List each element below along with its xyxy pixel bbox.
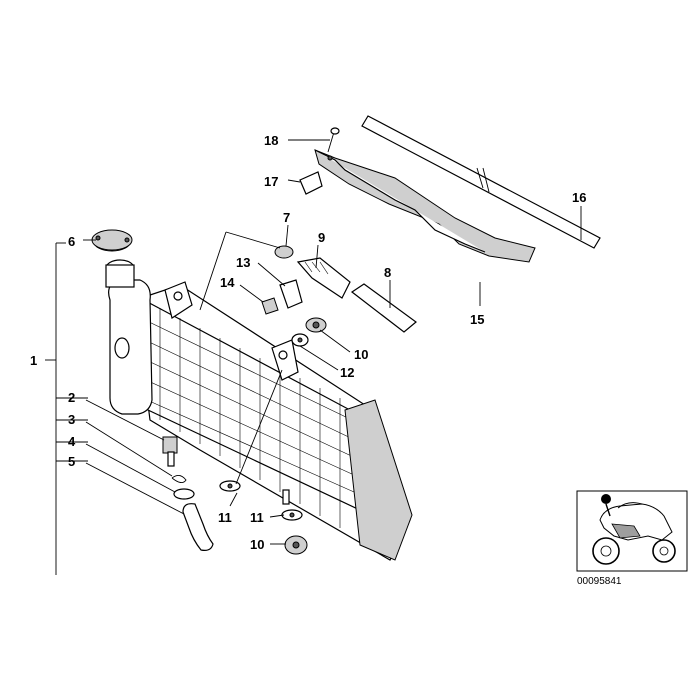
- callout-13: 13: [236, 255, 250, 270]
- radiator: [134, 281, 413, 561]
- callout-11-left: 11: [218, 510, 232, 525]
- leader-lines: [45, 139, 582, 575]
- radiator-fins: [144, 308, 373, 528]
- callout-15: 15: [470, 312, 484, 327]
- callout-4: 4: [68, 434, 76, 449]
- callout-10-upper: 10: [354, 347, 368, 362]
- callout-18: 18: [264, 133, 278, 148]
- callout-9: 9: [318, 230, 325, 245]
- motorcycle-inset: 00095841: [576, 490, 688, 587]
- callout-17: 17: [264, 174, 278, 189]
- callout-labels: 1 2 3 4 5 6 7 8 9 10 10 11 11 12 13 14 1…: [30, 133, 586, 552]
- callout-14: 14: [220, 275, 235, 290]
- expansion-tank: [93, 232, 153, 415]
- motorcycle-icon: [592, 494, 676, 565]
- callout-6: 6: [68, 234, 75, 249]
- bottom-grommets: [219, 480, 308, 555]
- support-rod: [361, 115, 601, 249]
- callout-16: 16: [572, 190, 586, 205]
- callout-3: 3: [68, 412, 75, 427]
- clip-and-bolt: [299, 127, 340, 195]
- callout-2: 2: [68, 390, 75, 405]
- callout-8: 8: [384, 265, 391, 280]
- inset-reference-number: 00095841: [577, 576, 622, 587]
- drain-parts: [162, 436, 214, 551]
- callout-1: 1: [30, 353, 37, 368]
- callout-5: 5: [68, 454, 75, 469]
- callout-11-right: 11: [250, 510, 264, 525]
- upper-fittings: [261, 245, 417, 347]
- callout-7: 7: [283, 210, 290, 225]
- callout-10-lower: 10: [250, 537, 264, 552]
- cover-plate: [314, 149, 536, 263]
- radiator-cap: [91, 229, 133, 251]
- callout-12: 12: [340, 365, 354, 380]
